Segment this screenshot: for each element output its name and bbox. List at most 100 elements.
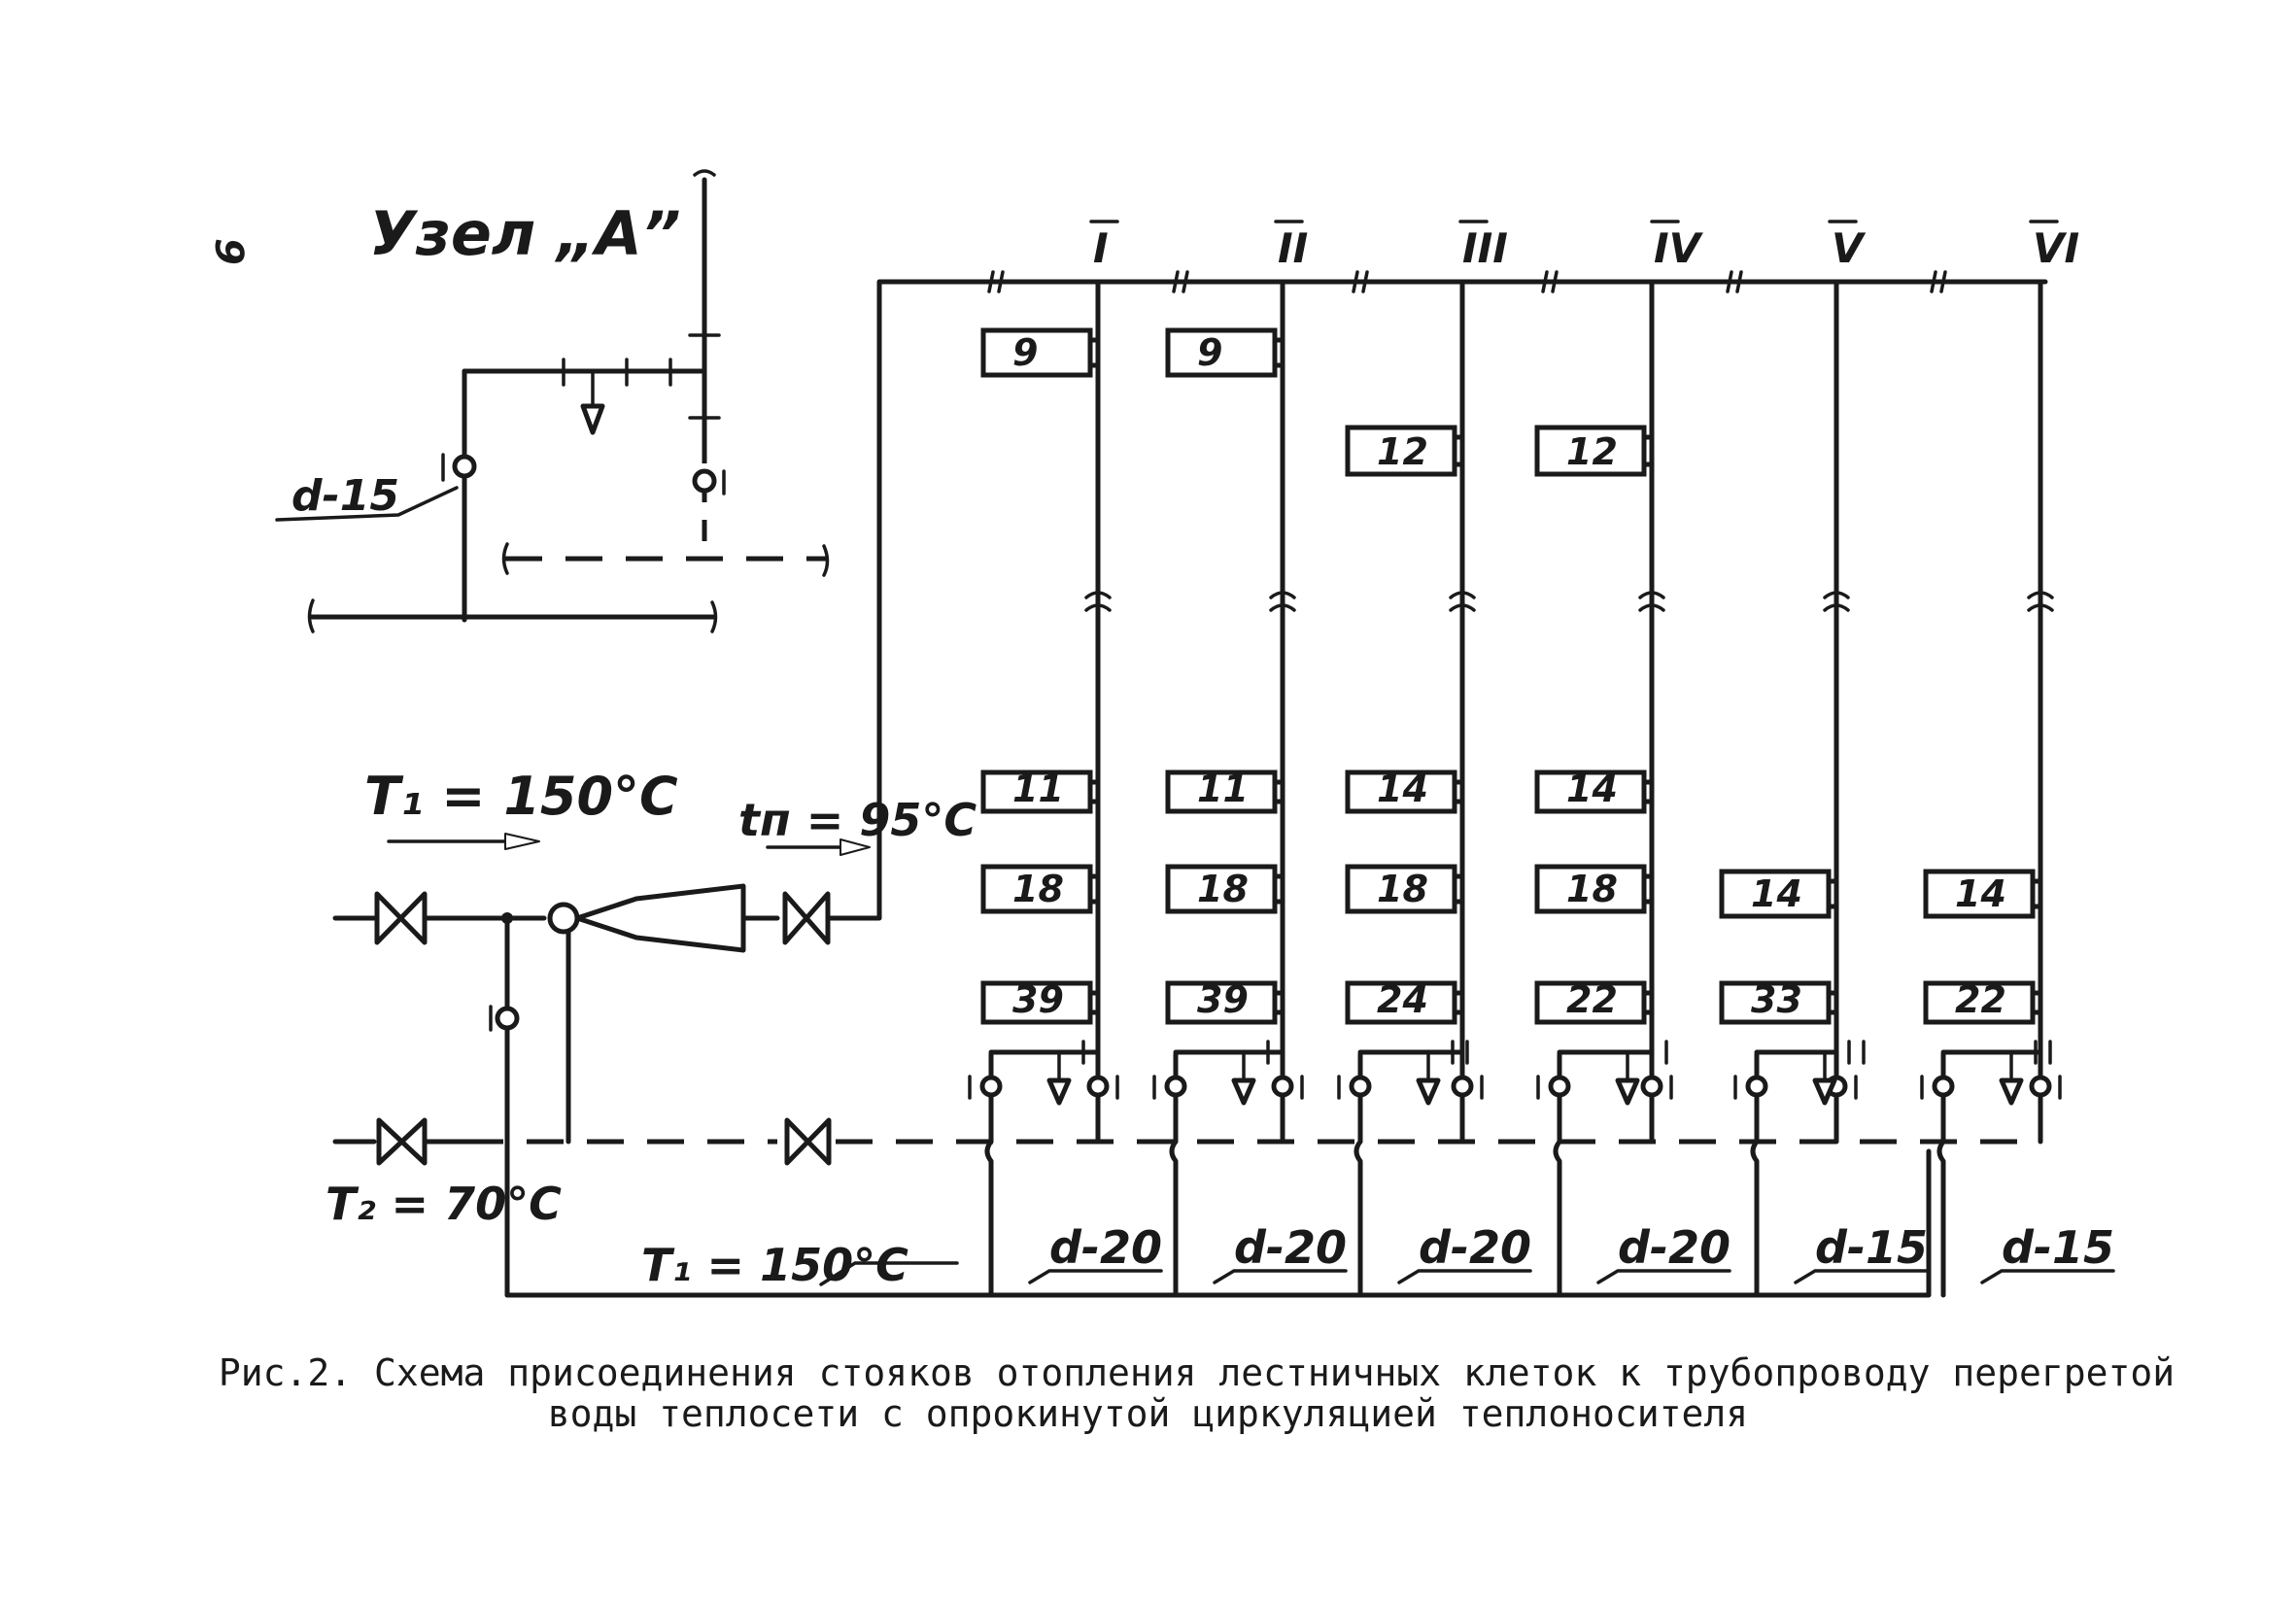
radiator-connection [1272, 990, 1285, 1015]
radiator-4-3 [1534, 864, 1647, 914]
radiator-section-count: 22 [1566, 978, 1618, 1021]
radiator-section-count: 24 [1377, 978, 1428, 1021]
radiator-5-1 [1719, 869, 1832, 919]
radiator-section-count: 18 [1197, 868, 1249, 910]
radiator-connection [1452, 779, 1465, 804]
fitting-mark [1626, 1040, 1668, 1082]
valve-icon [1451, 1075, 1474, 1098]
node-a-detail: Узел „А” d-15 [275, 169, 830, 633]
radiator-section-count: 18 [1012, 868, 1064, 910]
radiator-connection [1826, 990, 1839, 1015]
pipe-size-leader [1794, 1269, 1929, 1284]
radiator-4-2 [1534, 769, 1647, 814]
radiator-1-4 [980, 980, 1093, 1025]
radiator-connection [1452, 434, 1465, 467]
radiator-connection [1087, 990, 1101, 1015]
drain-valve-icon [1812, 1077, 1837, 1106]
drain-valve-icon [1615, 1077, 1640, 1106]
radiator-section-count: 33 [1751, 978, 1802, 1021]
radiator-connection [1272, 337, 1285, 368]
radiator-section-count: 14 [1566, 768, 1618, 810]
riser-bottom-pipe [1357, 1022, 1465, 1145]
riser-pipe-size-4: d-20 [1618, 1221, 1731, 1274]
radiator-3-1 [1345, 425, 1457, 477]
radiator-connection [1272, 779, 1285, 804]
radiator-connection [1641, 434, 1655, 467]
main-break-mark [1172, 270, 1189, 293]
radiator-connection [1826, 878, 1839, 909]
node-a-title: Узел „А” [369, 198, 681, 269]
pipe-break-mark [1449, 591, 1476, 612]
supply-drop-5 [1750, 1139, 1760, 1298]
pipe-size-leader [1213, 1269, 1348, 1284]
pipe-break-mark [1823, 591, 1850, 612]
bottom-supply-label: T₁ = 150°C [641, 1239, 908, 1291]
supply-drop-1 [984, 1139, 994, 1298]
radiator-1-2 [980, 769, 1093, 814]
radiator-2-2 [1165, 769, 1278, 814]
radiator-connection [2030, 878, 2043, 909]
riser-label-5: V [1832, 224, 1867, 272]
supply-assembly: T₁ = 150°C tп = 95°C T₂ = 70°C T₁ = 150°… [326, 279, 2048, 1298]
radiator-section-count: 14 [1955, 872, 2006, 915]
figure-caption-line1: Рис.2. Схема присоединения стояков отопл… [218, 1351, 2176, 1394]
radiator-section-count: 14 [1751, 872, 1802, 915]
figure-caption-line2: воды теплосети с опрокинутой циркуляцией… [547, 1392, 1749, 1435]
riser-pipe-size-1: d-20 [1049, 1221, 1162, 1274]
riser-label-4: IV [1654, 224, 1704, 272]
radiator-section-count: 9 [1012, 331, 1038, 374]
supply-drop-2 [1169, 1139, 1179, 1298]
valve-handle [1337, 1075, 1484, 1100]
radiator-section-count: 39 [1197, 978, 1249, 1021]
riser-label-6: VI [2033, 224, 2079, 272]
radiator-section-count: 12 [1377, 430, 1428, 473]
radiator-2-1 [1165, 327, 1278, 378]
valve-icon [1932, 1075, 1955, 1098]
radiator-connection [2030, 990, 2043, 1015]
drain-valve-icon [1416, 1077, 1441, 1106]
radiator-6-1 [1923, 869, 2036, 919]
fitting-mark [1242, 1040, 1285, 1082]
radiator-connection [1087, 873, 1101, 905]
pipe-size-leader [1028, 1269, 1163, 1284]
radiator-2-4 [1165, 980, 1278, 1025]
pipe-break-mark [2027, 591, 2054, 612]
valve-handle [1152, 1075, 1304, 1100]
valve-icon [1086, 1075, 1110, 1098]
risers-group: I9111839d-20II9111839d-20III12141824d-20… [968, 220, 2115, 1298]
radiator-3-3 [1345, 864, 1457, 914]
radiator-1-1 [980, 327, 1093, 378]
radiator-connection [1452, 873, 1465, 905]
radiator-connection [1087, 337, 1101, 368]
radiator-section-count: 14 [1377, 768, 1428, 810]
supply-temp-label: T₁ = 150°C [364, 766, 678, 827]
radiator-connection [1641, 990, 1655, 1015]
main-break-mark [1930, 270, 1947, 293]
valve-icon [1349, 1075, 1372, 1098]
radiator-section-count: 18 [1377, 868, 1428, 910]
radiator-4-4 [1534, 980, 1647, 1025]
radiator-section-count: 11 [1197, 768, 1249, 810]
radiator-connection [1641, 779, 1655, 804]
valve-handle [968, 1075, 1119, 1100]
radiator-section-count: 9 [1197, 331, 1222, 374]
radiator-2-3 [1165, 864, 1278, 914]
valve-handle [1733, 1075, 1858, 1100]
supply-drop-4 [1553, 1139, 1562, 1298]
radiator-5-2 [1719, 980, 1832, 1025]
main-break-mark [1726, 270, 1743, 293]
riser-pipe-size-5: d-15 [1815, 1221, 1928, 1274]
radiator-4-1 [1534, 425, 1647, 477]
riser-label-1: I [1093, 224, 1109, 272]
return-temp-label: T₂ = 70°C [326, 1178, 562, 1230]
pipe-break-mark [1269, 591, 1296, 612]
valve-icon [979, 1075, 1003, 1098]
fitting-mark [1823, 1040, 1866, 1082]
radiator-connection [1452, 990, 1465, 1015]
radiator-3-4 [1345, 980, 1457, 1025]
radiator-section-count: 18 [1566, 868, 1618, 910]
main-break-mark [1541, 270, 1559, 293]
valve-icon [1640, 1075, 1663, 1098]
main-break-mark [987, 270, 1005, 293]
